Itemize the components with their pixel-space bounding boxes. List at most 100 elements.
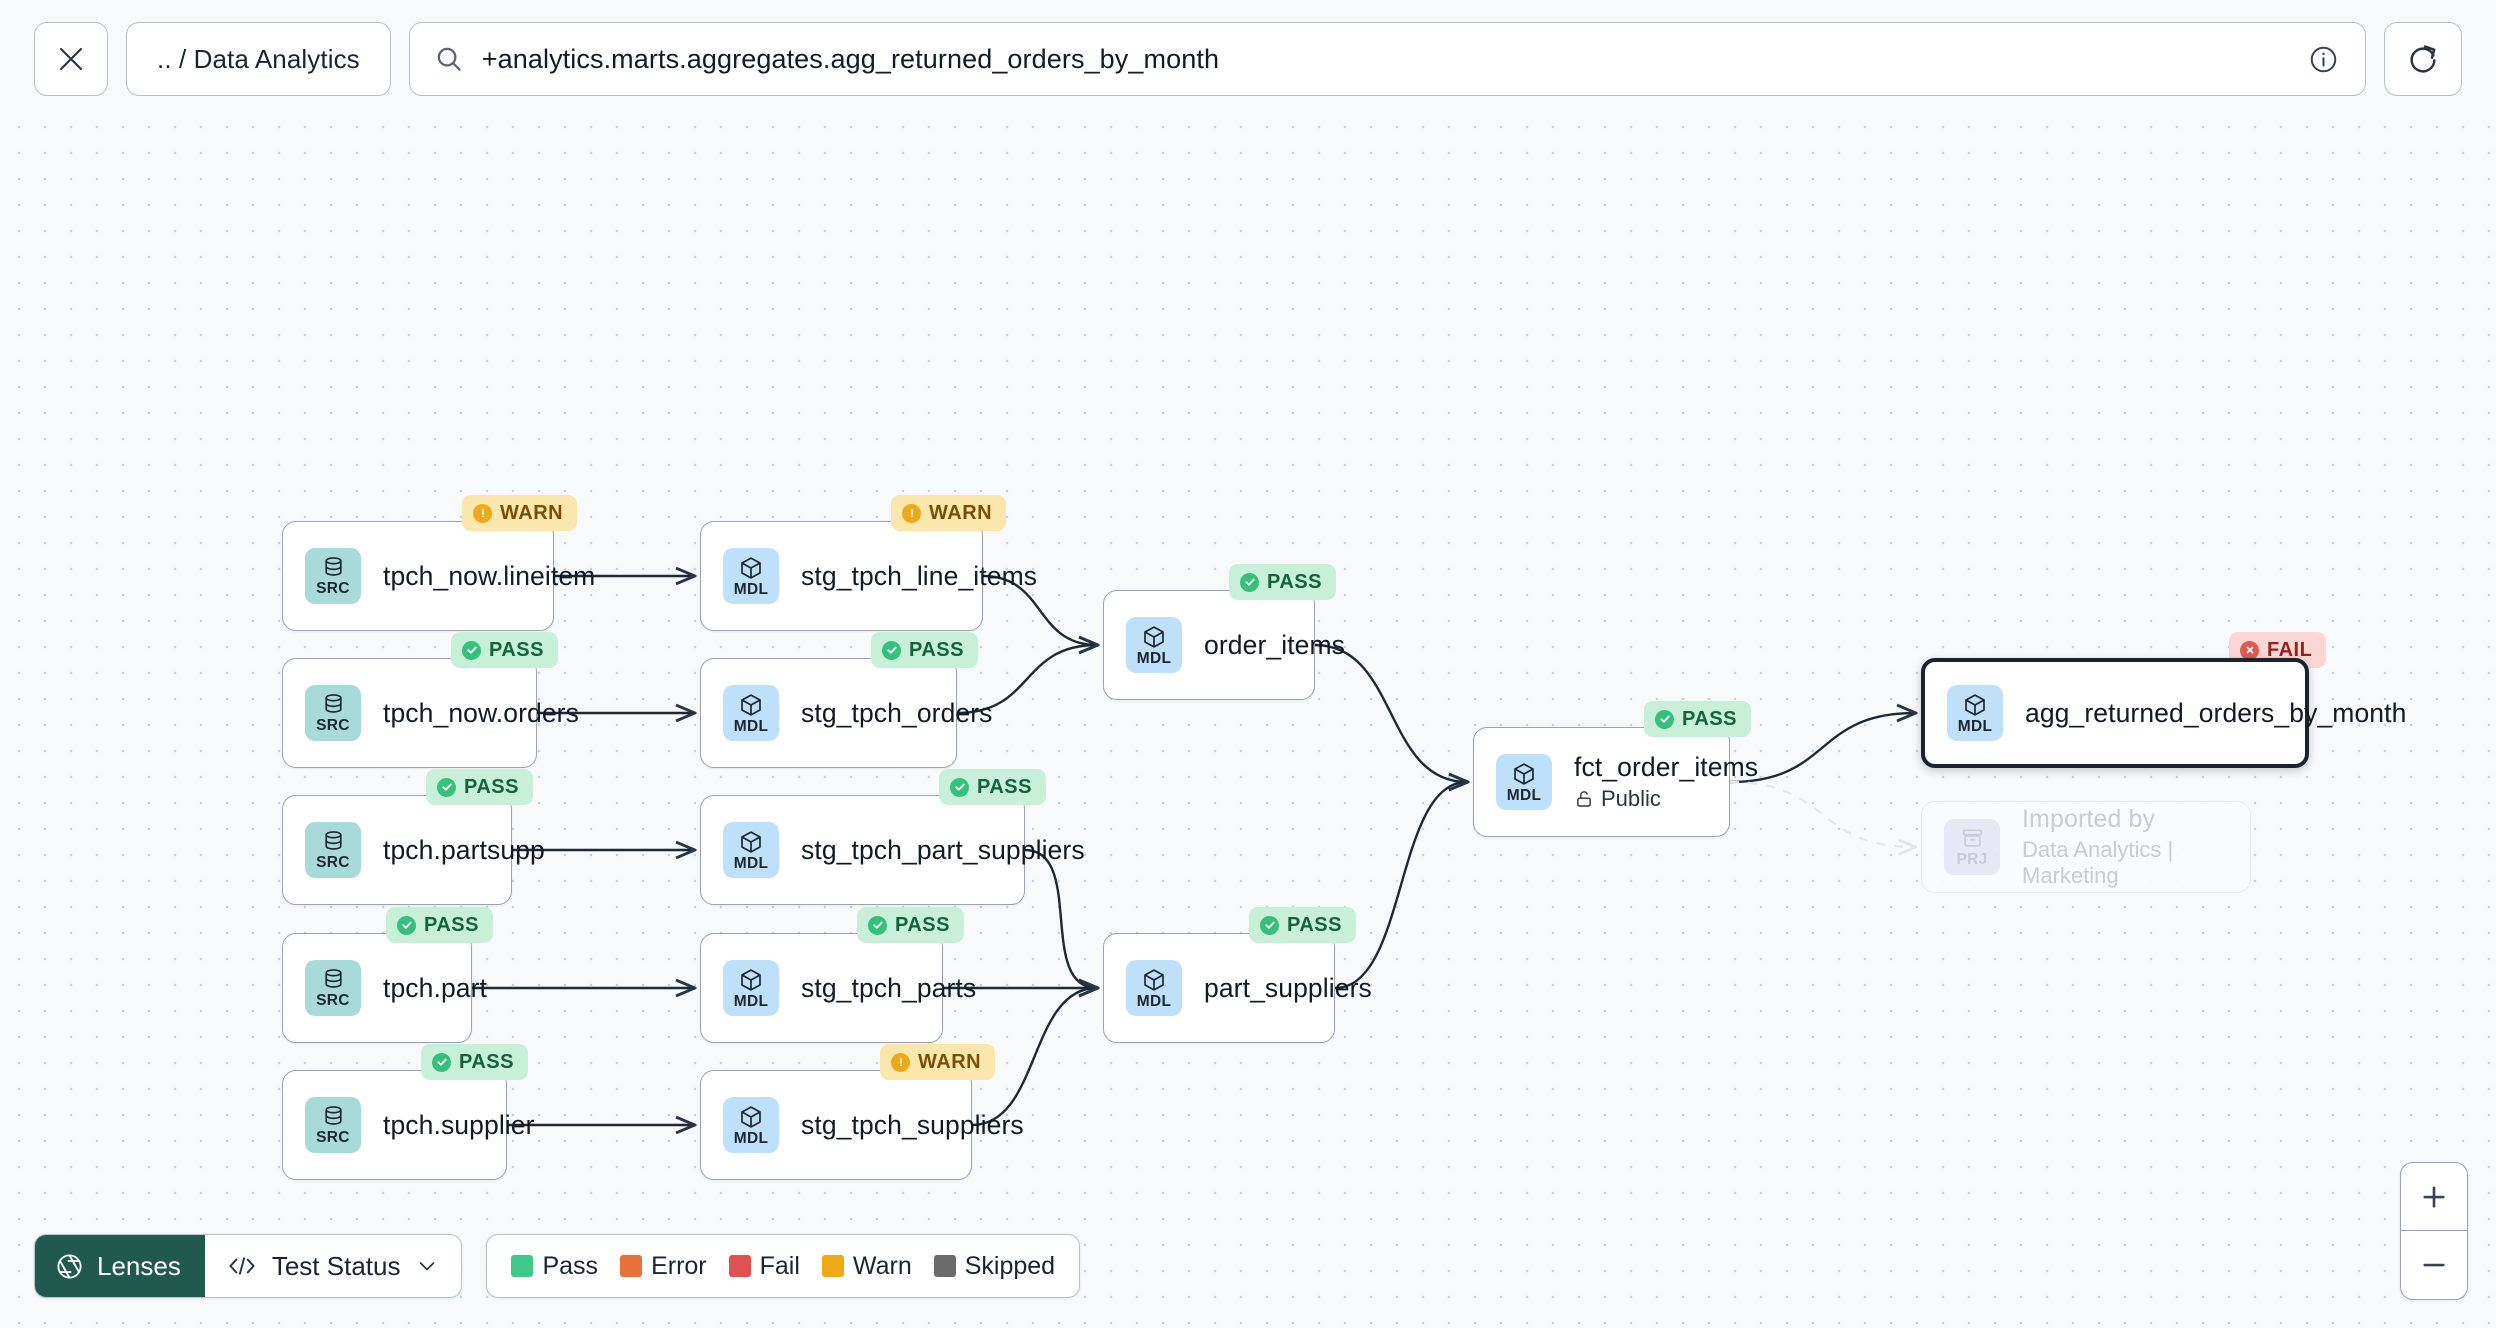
legend-item-pass[interactable]: Pass <box>511 1252 598 1281</box>
node-type-label: MDL <box>733 717 769 735</box>
status-label: FAIL <box>2267 638 2313 661</box>
lineage-node-mdl_part_supp[interactable]: MDL stg_tpch_part_suppliers <box>700 795 1085 905</box>
legend-item-skipped[interactable]: Skipped <box>933 1252 1055 1281</box>
node-type-chip: MDL <box>1126 617 1182 673</box>
lineage-edge <box>956 645 1097 715</box>
database-icon <box>324 969 342 989</box>
lineage-edges <box>472 104 2496 1328</box>
node-type-chip: MDL <box>723 822 779 878</box>
status-dot <box>950 777 969 797</box>
status-dot <box>1260 915 1279 935</box>
node-type-label: SRC <box>316 717 350 735</box>
node-body: fct_order_items Public <box>1574 752 1758 812</box>
status-badge-pass: PASS <box>1644 701 1751 737</box>
legend-swatch <box>933 1255 956 1277</box>
zoom-controls <box>2400 1162 2468 1300</box>
node-type-label: SRC <box>316 1129 350 1147</box>
node-type-label: MDL <box>1136 649 1172 667</box>
status-dot <box>1240 572 1259 592</box>
lineage-node-mdl_part_suppl[interactable]: MDL part_suppliers <box>1103 933 1372 1043</box>
lineage-edge <box>1314 643 1467 782</box>
status-dot <box>868 915 887 935</box>
node-title: tpch.supplier <box>383 1109 535 1140</box>
node-type-label: PRJ <box>1956 851 1988 869</box>
top-toolbar: .. / Data Analytics +analytics.marts.agg… <box>0 0 2496 118</box>
lineage-node-mdl_line_items[interactable]: MDL stg_tpch_line_items <box>700 521 1037 631</box>
legend-swatch <box>821 1255 844 1277</box>
cube-icon <box>741 1106 761 1128</box>
lineage-edge <box>1729 780 1915 847</box>
zoom-in-button[interactable] <box>2401 1163 2467 1231</box>
status-badge-pass: PASS <box>386 907 493 943</box>
search-icon <box>437 47 461 71</box>
test-status-label: Test Status <box>271 1250 401 1281</box>
lineage-node-src_partsupp[interactable]: SRC tpch.partsupp <box>282 795 545 905</box>
node-title: tpch.part <box>383 972 488 1003</box>
node-body: part_suppliers <box>1204 973 1372 1004</box>
database-icon <box>324 557 342 577</box>
status-badge-pass: PASS <box>857 907 964 943</box>
zoom-out-button[interactable] <box>2401 1231 2467 1299</box>
node-type-label: MDL <box>733 580 769 598</box>
lineage-node-src_part[interactable]: SRC tpch.part <box>282 933 487 1043</box>
aperture-icon <box>57 1253 82 1279</box>
node-type-chip: MDL <box>723 960 779 1016</box>
status-label: PASS <box>464 775 519 798</box>
breadcrumb[interactable]: .. / Data Analytics <box>126 22 391 96</box>
lineage-edge <box>1334 782 1467 990</box>
lenses-button[interactable]: Lenses <box>35 1235 205 1297</box>
status-badge-pass: PASS <box>871 632 978 668</box>
status-badge-pass: PASS <box>421 1044 528 1080</box>
lineage-node-src_supplier[interactable]: SRC tpch.supplier <box>282 1070 534 1180</box>
status-label: PASS <box>1287 913 1342 936</box>
status-label: WARN <box>500 501 564 524</box>
plus-icon <box>2423 1185 2445 1208</box>
node-title: stg_tpch_line_items <box>801 560 1038 591</box>
legend-label: Fail <box>759 1251 800 1280</box>
node-type-chip: SRC <box>305 685 361 741</box>
search-input-value[interactable]: +analytics.marts.aggregates.agg_returned… <box>481 43 1220 74</box>
node-body: tpch.part <box>383 973 487 1004</box>
status-dot <box>437 777 456 797</box>
status-badge-pass: PASS <box>939 769 1046 805</box>
close-button[interactable] <box>34 22 108 96</box>
node-title: fct_order_items <box>1574 752 1759 782</box>
legend-swatch <box>620 1255 643 1277</box>
refresh-button[interactable] <box>2384 22 2462 96</box>
node-type-label: SRC <box>316 854 350 872</box>
node-type-label: MDL <box>733 854 769 872</box>
archive-icon <box>1962 829 1982 847</box>
cube-icon <box>741 831 761 853</box>
node-title: stg_tpch_suppliers <box>801 1109 1024 1140</box>
test-status-dropdown[interactable]: Test Status <box>205 1235 462 1297</box>
node-title: Imported by <box>2022 805 2156 833</box>
status-dot <box>882 640 901 660</box>
cube-icon <box>1144 626 1164 648</box>
node-body: tpch.partsupp <box>383 835 545 866</box>
node-type-label: SRC <box>316 992 350 1010</box>
node-title: tpch_now.lineitem <box>383 560 596 591</box>
legend-item-error[interactable]: Error <box>620 1252 707 1281</box>
cube-icon <box>741 694 761 716</box>
node-body: stg_tpch_suppliers <box>801 1110 1024 1141</box>
node-type-label: MDL <box>1506 786 1542 804</box>
search-input[interactable]: +analytics.marts.aggregates.agg_returned… <box>408 22 2366 96</box>
lineage-edge <box>1729 713 1915 784</box>
status-label: PASS <box>459 1050 514 1073</box>
node-title: part_suppliers <box>1204 972 1372 1003</box>
node-body: stg_tpch_part_suppliers <box>801 835 1085 866</box>
legend-item-warn[interactable]: Warn <box>821 1252 912 1281</box>
legend-item-fail[interactable]: Fail <box>728 1251 800 1281</box>
lineage-node-mdl_fct[interactable]: MDL fct_order_items Public <box>1473 727 1758 837</box>
node-type-chip: MDL <box>1126 960 1182 1016</box>
info-icon[interactable] <box>2308 44 2339 75</box>
